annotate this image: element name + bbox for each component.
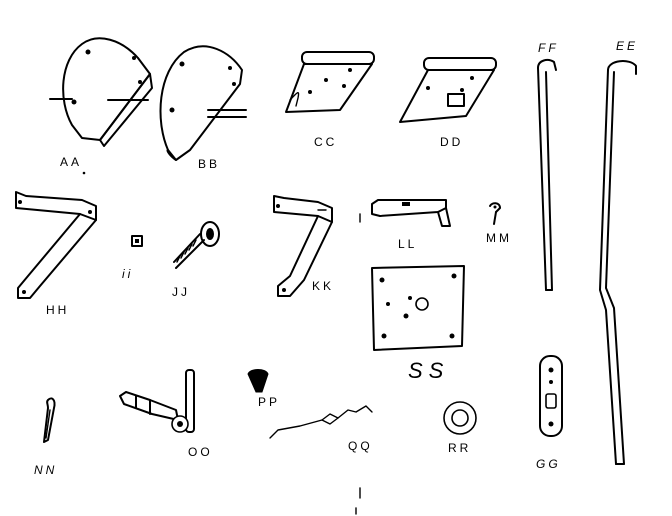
label-hh: HH [46,303,69,317]
part-ee [599,60,637,465]
part-nn [43,397,56,443]
label-pp: PP [258,395,280,409]
part-mm [489,202,501,225]
label-oo: OO [188,445,213,459]
part-dd [399,57,497,123]
part-aa [49,37,153,147]
part-jj [173,221,220,269]
part-hh [15,191,97,299]
part-ff [537,59,557,291]
part-ii [131,235,143,247]
part-rr [443,401,477,435]
label-qq: QQ [348,439,373,453]
part-pp [247,369,269,393]
label-ll: LL [398,237,417,251]
part-ll [371,199,451,227]
label-mm: MM [486,231,512,245]
part-ss [371,265,465,351]
label-nn: NN [34,463,57,477]
label-ss: SS [408,358,449,383]
label-cc: CC [314,135,337,149]
label-ff: FF [538,41,559,55]
label-rr: RR [448,441,471,455]
part-gg [539,355,563,437]
part-kk [273,195,333,297]
label-dd: DD [440,135,463,149]
label-aa: AA [60,155,82,169]
part-bb [159,45,247,161]
label-gg: GG [536,457,561,471]
part-cc [285,51,375,113]
label-kk: KK [312,279,334,293]
label-ee: EE [616,39,638,53]
label-bb: BB [198,157,220,171]
label-ii: ii [122,267,133,281]
label-jj: JJ [172,285,190,299]
part-oo [119,369,195,433]
part-qq [269,405,373,439]
